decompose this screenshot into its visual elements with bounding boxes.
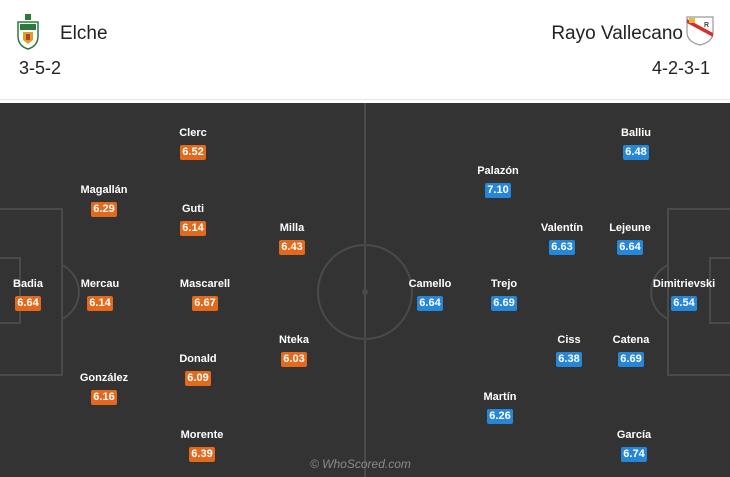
away-player-valentin[interactable]: Valentín 6.63 (522, 221, 602, 255)
home-player-mercau[interactable]: Mercau 6.14 (60, 277, 140, 311)
home-player-clerc[interactable]: Clerc 6.52 (153, 126, 233, 160)
player-rating: 6.38 (556, 352, 582, 367)
player-rating: 6.43 (279, 240, 305, 255)
player-rating: 6.14 (87, 296, 113, 311)
home-player-gonzalez[interactable]: González 6.16 (64, 371, 144, 405)
player-rating: 6.09 (185, 371, 211, 386)
player-name: Martín (483, 391, 517, 403)
player-name: Valentín (540, 222, 584, 234)
home-player-badia[interactable]: Badia 6.64 (0, 277, 68, 311)
player-rating: 6.16 (91, 390, 117, 405)
player-name: Dimitrievski (652, 278, 716, 290)
player-name: Badia (13, 278, 43, 290)
player-rating: 6.74 (621, 447, 647, 462)
pitch-markings (0, 103, 730, 477)
player-name: Donald (179, 353, 217, 365)
player-rating: 6.67 (192, 296, 218, 311)
home-player-guti[interactable]: Guti 6.14 (153, 202, 233, 236)
player-rating: 6.64 (417, 296, 443, 311)
player-name: Milla (279, 222, 305, 234)
away-player-catena[interactable]: Catena 6.69 (591, 333, 671, 367)
player-rating: 6.48 (623, 145, 649, 160)
away-team-name[interactable]: Rayo Vallecano (551, 23, 683, 44)
player-name: González (79, 372, 129, 384)
player-name: Mercau (80, 278, 120, 290)
player-rating: 6.64 (15, 296, 41, 311)
whoscored-watermark: © WhoScored.com (310, 457, 411, 471)
match-header: Elche 3-5-2 Rayo Vallecano R 4-2-3-1 (0, 0, 730, 100)
player-rating: 6.64 (617, 240, 643, 255)
player-name: Trejo (490, 278, 518, 290)
player-name: Clerc (179, 127, 207, 139)
player-rating: 6.63 (549, 240, 575, 255)
away-player-balliu[interactable]: Balliu 6.48 (596, 126, 676, 160)
away-player-martin[interactable]: Martín 6.26 (460, 390, 540, 424)
player-name: Palazón (477, 165, 519, 177)
away-player-palazon[interactable]: Palazón 7.10 (458, 164, 538, 198)
away-player-garcia[interactable]: García 6.74 (594, 428, 674, 462)
player-rating: 6.69 (491, 296, 517, 311)
home-team-name[interactable]: Elche (60, 23, 108, 44)
player-name: Morente (180, 429, 224, 441)
player-rating: 7.10 (485, 183, 511, 198)
home-player-magallan[interactable]: Magallán 6.29 (64, 183, 144, 217)
player-rating: 6.29 (91, 202, 117, 217)
player-name: Ciss (557, 334, 581, 346)
player-rating: 6.54 (671, 296, 697, 311)
player-rating: 6.39 (189, 447, 215, 462)
player-name: Nteka (279, 334, 309, 346)
player-name: Camello (408, 278, 452, 290)
home-player-morente[interactable]: Morente 6.39 (162, 428, 242, 462)
player-rating: 6.69 (618, 352, 644, 367)
player-name: Magallán (80, 184, 128, 196)
player-rating: 6.14 (180, 221, 206, 236)
player-name: García (616, 429, 652, 441)
player-name: Mascarell (179, 278, 231, 290)
player-name: Lejeune (609, 222, 651, 234)
home-formation: 3-5-2 (19, 58, 62, 78)
player-rating: 6.03 (281, 352, 307, 367)
elche-crest-icon[interactable] (15, 14, 41, 50)
player-name: Catena (612, 334, 650, 346)
player-rating: 6.52 (180, 145, 206, 160)
away-player-lejeune[interactable]: Lejeune 6.64 (590, 221, 670, 255)
player-name: Guti (182, 203, 204, 215)
home-player-mascarell[interactable]: Mascarell 6.67 (165, 277, 245, 311)
player-rating: 6.26 (487, 409, 513, 424)
away-player-dimitrievski[interactable]: Dimitrievski 6.54 (644, 277, 724, 311)
rayo-vallecano-crest-icon[interactable]: R (684, 14, 716, 46)
svg-text:R: R (704, 22, 709, 29)
pitch: Badia 6.64 Magallán 6.29 Mercau 6.14 Gon… (0, 103, 730, 477)
away-formation: 4-2-3-1 (651, 58, 710, 78)
player-name: Balliu (621, 127, 651, 139)
home-player-milla[interactable]: Milla 6.43 (252, 221, 332, 255)
home-player-donald[interactable]: Donald 6.09 (158, 352, 238, 386)
away-player-camello[interactable]: Camello 6.64 (390, 277, 470, 311)
home-player-nteka[interactable]: Nteka 6.03 (254, 333, 334, 367)
away-player-ciss[interactable]: Ciss 6.38 (529, 333, 609, 367)
away-player-trejo[interactable]: Trejo 6.69 (464, 277, 544, 311)
